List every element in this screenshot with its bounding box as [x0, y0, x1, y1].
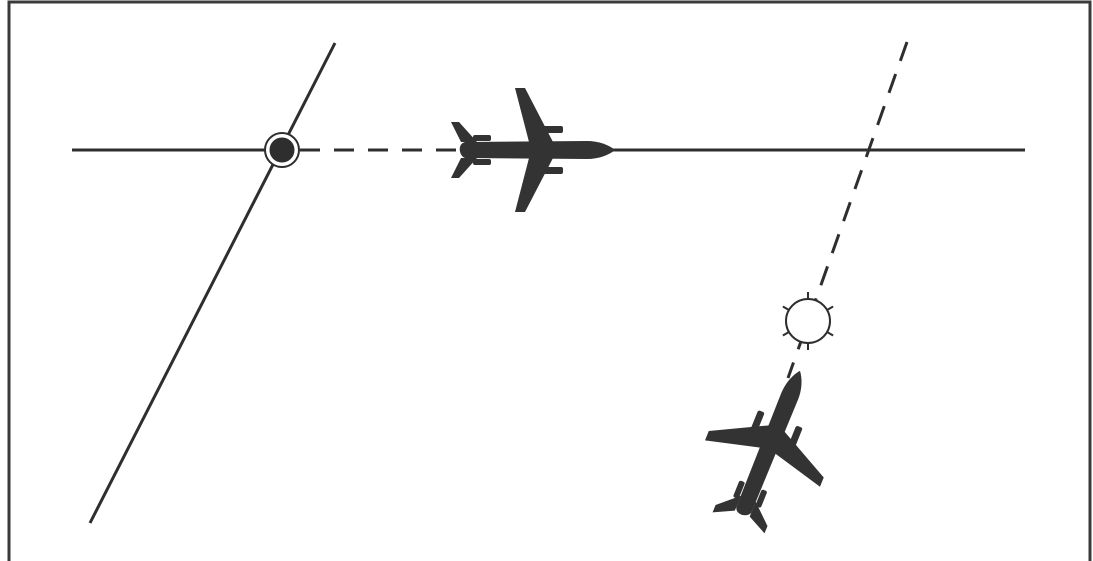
- fix-tick-mark: [827, 307, 833, 311]
- aircraft-icon: [451, 88, 615, 212]
- fix-tick-mark: [783, 332, 789, 336]
- fix-tick-mark: [827, 332, 833, 336]
- fix-tick-mark: [783, 307, 789, 311]
- station-vor-icon: [265, 133, 299, 167]
- course-line-diagonal: [90, 43, 335, 523]
- diagram-frame: [9, 2, 1090, 561]
- fix-circle-icon: [783, 292, 833, 350]
- aircraft-icon: [681, 348, 857, 547]
